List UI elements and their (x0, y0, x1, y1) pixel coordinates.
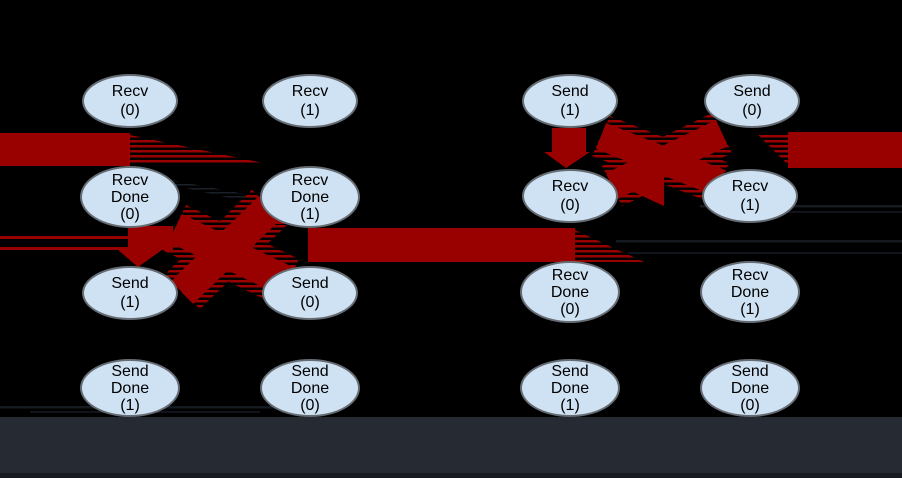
node-label-line: (0) (560, 300, 580, 318)
node-label-line: Recv (111, 83, 149, 100)
node-label-line: Done (110, 379, 150, 397)
node-label-line: Send (551, 362, 589, 380)
node-label-line: Done (730, 283, 770, 301)
node-label-line: Done (550, 283, 590, 301)
taskbar-bottom-edge (0, 473, 902, 478)
node-label-line: Recv (731, 266, 769, 284)
graph-node-r1c3: Send (1) (522, 74, 618, 128)
node-label-line: Done (110, 188, 150, 206)
faint-streak (616, 240, 902, 243)
node-label-line: Done (730, 379, 770, 397)
graph-node-r1c2: Recv (1) (262, 74, 358, 128)
node-label-line: (0) (120, 102, 140, 119)
node-label-line: Send (731, 362, 769, 380)
edge-s0-right-band (756, 132, 902, 168)
node-label-line: Send (551, 83, 589, 100)
faint-streak (628, 252, 902, 254)
node-label-line: Recv (291, 171, 329, 189)
node-label-line: (1) (300, 205, 320, 223)
edge-rd0-to-s1 (118, 226, 173, 267)
node-label-line: (1) (560, 396, 580, 414)
edge-s0-to-r0 (602, 113, 732, 206)
node-label-line: (1) (560, 102, 580, 119)
node-label-line: Done (290, 188, 330, 206)
node-label-line: Done (550, 379, 590, 397)
edge-left-thin-line (0, 236, 128, 239)
node-label-line: (1) (120, 396, 140, 414)
node-label-line: Done (290, 379, 330, 397)
node-label-line: Recv (111, 171, 149, 189)
node-label-line: (1) (740, 197, 760, 214)
node-label-line: (0) (560, 197, 580, 214)
node-label-line: Recv (551, 266, 589, 284)
node-label-line: (1) (120, 294, 140, 311)
edge-s1-to-r0 (544, 128, 590, 168)
node-label-line: (1) (300, 102, 320, 119)
node-label-line: (0) (300, 396, 320, 414)
edge-left-band (0, 133, 268, 166)
node-label-line: Recv (731, 178, 769, 195)
edge-left-thin-line (0, 247, 132, 250)
graph-node-r1c1: Recv (0) (82, 74, 178, 128)
node-label-line: Send (111, 275, 149, 292)
graph-node-r3c1: Send (1) (82, 266, 178, 320)
faint-streak (700, 205, 902, 208)
graph-node-r2c4: Recv (1) (702, 169, 798, 223)
node-label-line: Send (111, 362, 149, 380)
node-label-line: (0) (120, 205, 140, 223)
node-label-line: Recv (551, 178, 589, 195)
node-label-line: Send (291, 275, 329, 292)
graph-node-r1c4: Send (0) (704, 74, 800, 128)
node-label-line: Recv (291, 83, 329, 100)
graph-node-r2c3: Recv (0) (522, 169, 618, 223)
faint-streak (712, 211, 902, 213)
node-label-line: (0) (300, 294, 320, 311)
node-label-line: (1) (740, 300, 760, 318)
graph-node-r3c2: Send (0) (262, 266, 358, 320)
node-label-line: (0) (742, 102, 762, 119)
edge-rd1-to-rd0-right (308, 228, 644, 262)
taskbar (0, 417, 902, 478)
node-label-line: Send (291, 362, 329, 380)
node-label-line: Send (733, 83, 771, 100)
node-label-line: (0) (740, 396, 760, 414)
